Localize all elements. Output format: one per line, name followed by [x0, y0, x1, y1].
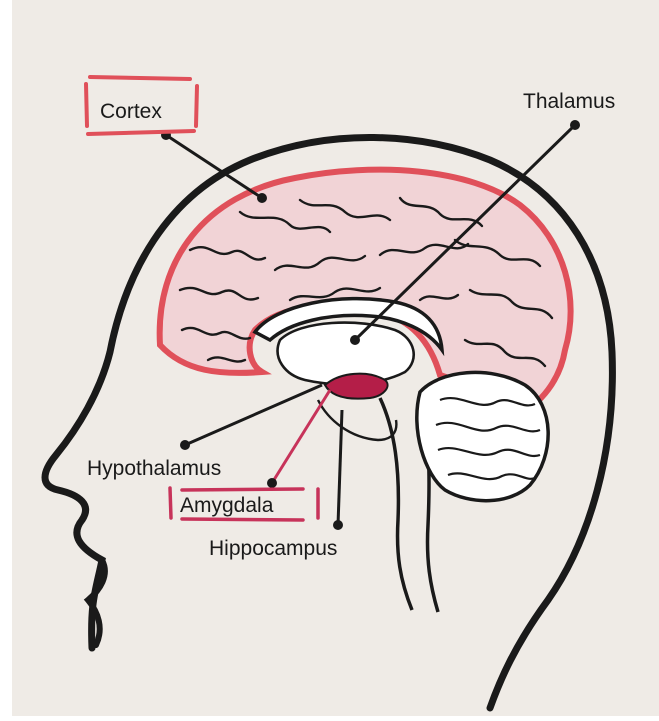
hippocampus-dot: [333, 520, 343, 530]
thalamus-end-dot: [350, 335, 360, 345]
thalamus-label: Thalamus: [523, 90, 615, 113]
page-margin-left: [0, 0, 12, 716]
amygdala-dot: [267, 478, 277, 488]
hypothalamus-label: Hypothalamus: [87, 457, 221, 480]
hypothalamus-dot: [180, 440, 190, 450]
cortex-label: Cortex: [100, 100, 162, 123]
thalamus-dot: [570, 120, 580, 130]
hippocampus-label: Hippocampus: [209, 537, 337, 560]
amygdala-label: Amygdala: [180, 494, 274, 517]
cerebellum: [417, 372, 548, 500]
cortex-end-dot: [257, 193, 267, 203]
